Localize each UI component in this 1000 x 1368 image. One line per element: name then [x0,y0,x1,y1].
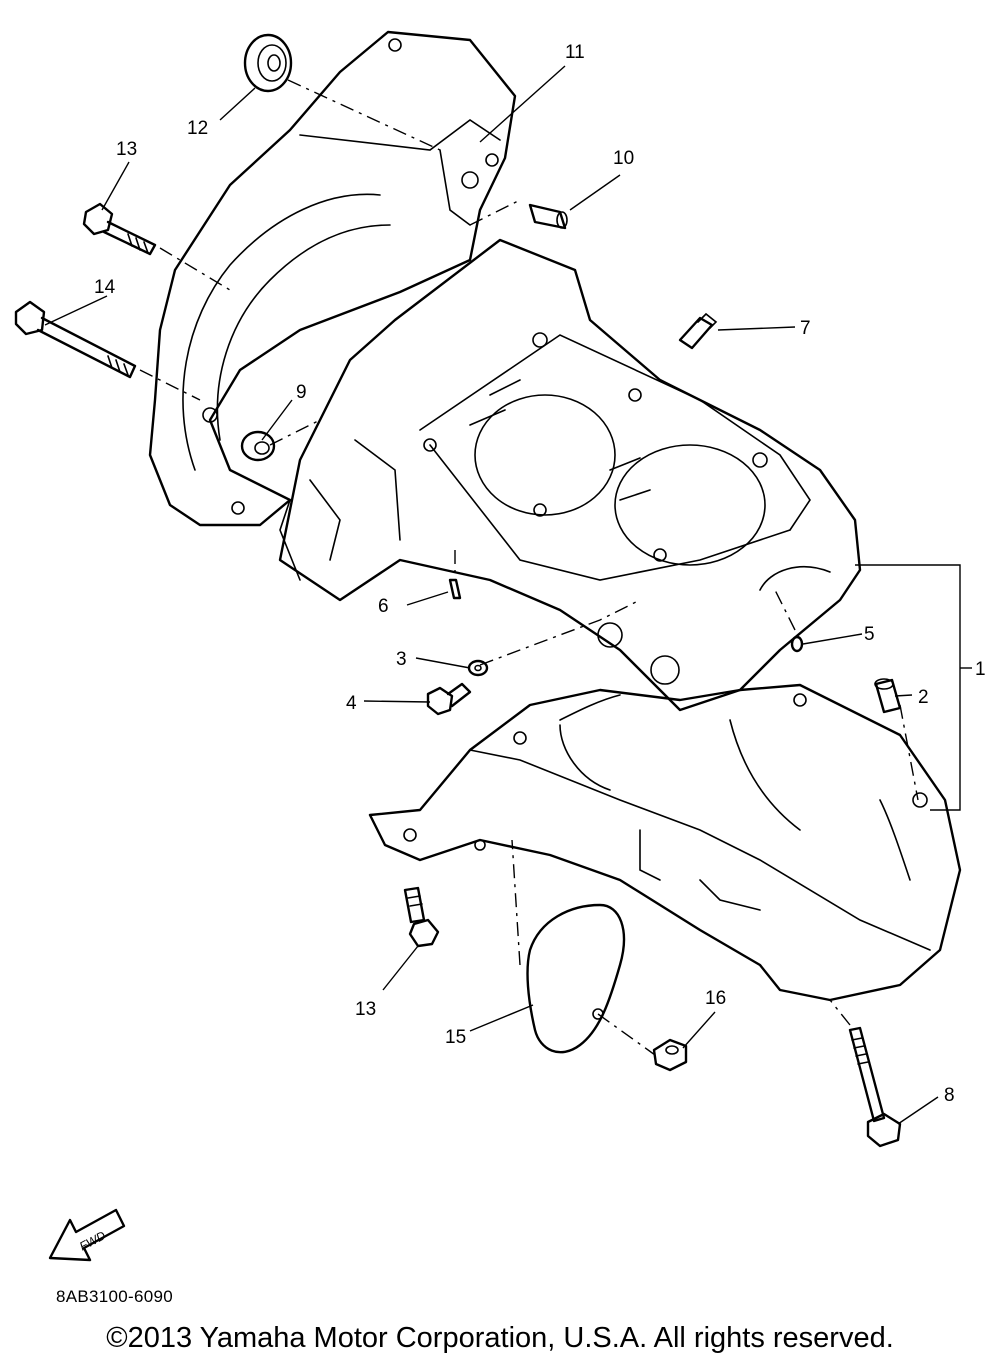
callout-7: 7 [800,318,811,339]
part-collar-9 [240,430,276,462]
callout-15: 15 [445,1027,466,1048]
callout-1: 1 [975,659,986,680]
callout-12: 12 [187,118,208,139]
part-nut-16 [652,1038,688,1072]
part-bearing [243,33,293,93]
callout-9: 9 [296,382,307,403]
callout-3: 3 [396,649,407,670]
callout-14: 14 [94,277,116,298]
part-pin-5 [790,635,804,653]
part-lower-crankcase [368,683,962,1002]
copyright-notice: ©2013 Yamaha Motor Corporation, U.S.A. A… [106,1322,894,1354]
part-bolt-13-upper [82,202,157,256]
callouts: 11 12 13 10 14 7 9 6 5 3 1 2 4 13 16 15 … [94,42,986,1106]
callout-2: 2 [918,687,929,708]
assembly-lines [139,79,919,1056]
callout-4: 4 [346,693,357,714]
callout-8: 8 [944,1085,955,1106]
diagram-code: 8AB3100-6090 [56,1287,174,1306]
part-bolt-8 [848,1026,902,1148]
part-upper-crankcase [278,238,862,712]
callout-16: 16 [705,988,726,1009]
part-bolt-13-lower [403,886,440,948]
callout-13-lower: 13 [355,999,376,1020]
leader-lines [44,65,972,1125]
callout-10: 10 [613,148,634,169]
callout-11: 11 [565,42,585,63]
fwd-label: FWD [77,1228,108,1253]
part-cover-plate-15 [526,903,626,1054]
callout-5: 5 [864,624,875,645]
part-bolt-4 [426,682,472,716]
callout-6: 6 [378,596,389,617]
part-crankcase-cover [148,30,517,527]
part-pin-6 [448,578,462,600]
part-bolt-14 [14,300,137,379]
part-fitting-7 [678,312,718,350]
part-dowel-pin-10 [528,203,568,230]
fwd-arrow-icon: FWD [48,1208,126,1262]
callout-13-upper: 13 [116,139,137,160]
